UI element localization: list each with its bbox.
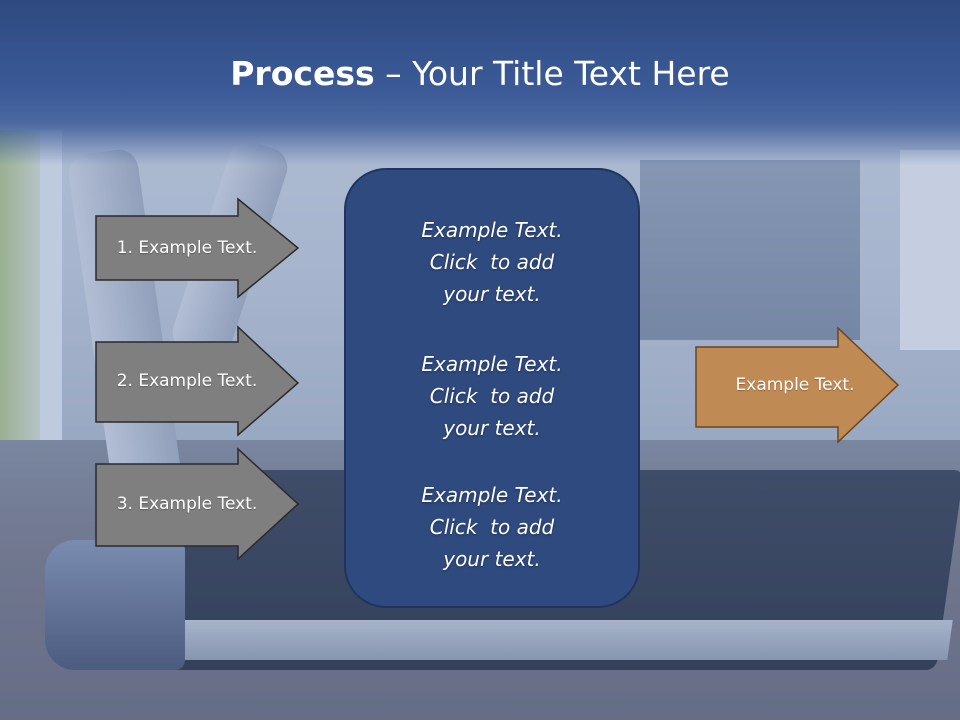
arrow-label: 3. Example Text. — [116, 494, 258, 514]
center-line: your text. — [443, 416, 541, 440]
center-line: Click to add — [429, 250, 555, 274]
center-line: Click to add — [429, 384, 555, 408]
center-line: Click to add — [429, 515, 555, 539]
center-line: Example Text. — [421, 483, 563, 507]
right-arrow-shape-icon — [695, 326, 900, 444]
right-arrow-shape-icon — [95, 325, 300, 437]
right-arrow-output[interactable]: Example Text. — [695, 326, 900, 444]
photo-mirror — [640, 160, 860, 340]
header-band — [0, 0, 960, 165]
arrow-label: 2. Example Text. — [116, 371, 258, 391]
center-text-block-3: Example Text. Click to add your text. — [346, 479, 638, 575]
photo-column — [40, 130, 62, 470]
center-line: your text. — [443, 282, 541, 306]
left-arrow-3[interactable]: 3. Example Text. — [95, 447, 300, 561]
center-line: Example Text. — [421, 352, 563, 376]
treadmill-base — [45, 540, 185, 670]
right-arrow-shape-icon — [95, 447, 300, 561]
arrow-label: Example Text. — [735, 375, 855, 395]
center-text-block-1: Example Text. Click to add your text. — [346, 214, 638, 310]
left-arrow-1[interactable]: 1. Example Text. — [95, 197, 300, 299]
left-arrow-2[interactable]: 2. Example Text. — [95, 325, 300, 437]
slide-title: Process – Your Title Text Here — [0, 52, 960, 96]
title-bold-part: Process — [230, 54, 375, 93]
arrow-label: 1. Example Text. — [116, 238, 258, 258]
center-line: Example Text. — [421, 218, 563, 242]
title-text-part: Your Title Text Here — [412, 54, 730, 93]
center-line: your text. — [443, 547, 541, 571]
right-arrow-shape-icon — [95, 197, 300, 299]
photo-column — [900, 150, 960, 350]
center-text-box[interactable]: Example Text. Click to add your text. Ex… — [344, 168, 640, 608]
center-text-block-2: Example Text. Click to add your text. — [346, 348, 638, 444]
title-separator: – — [374, 54, 413, 93]
